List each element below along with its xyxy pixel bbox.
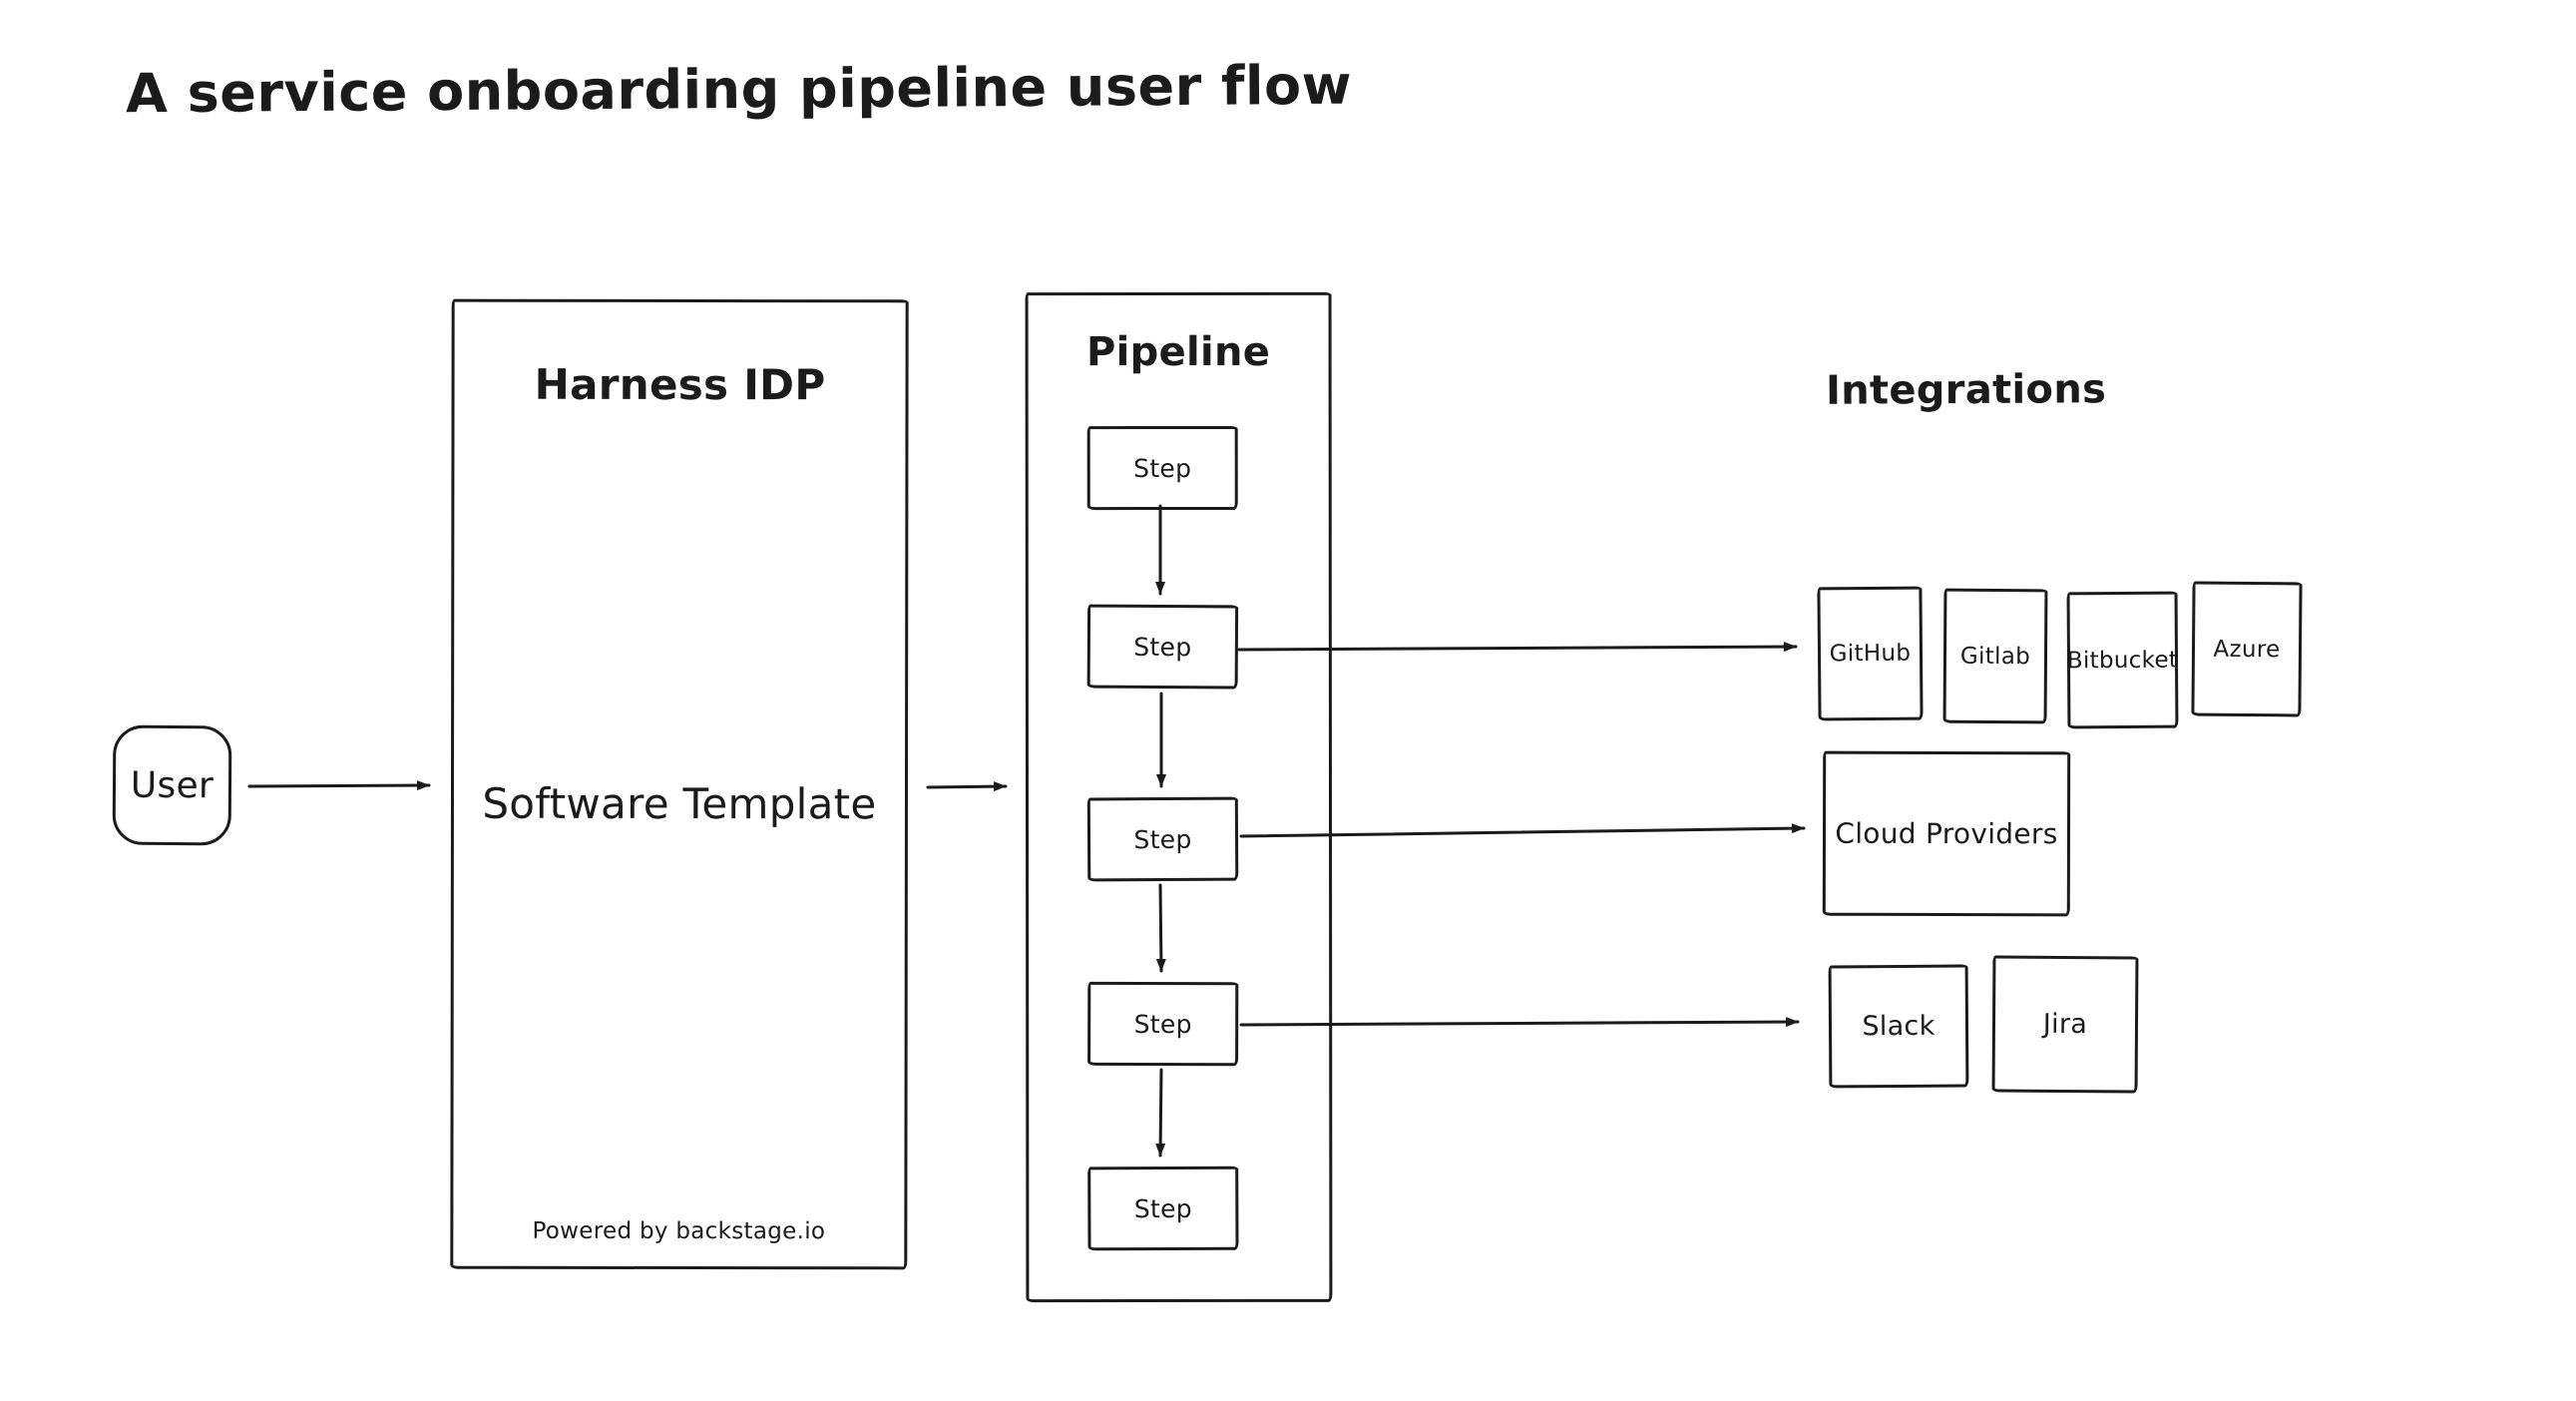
pipeline-step-4-label: Step	[1133, 1009, 1192, 1039]
integration-cloud-providers-label: Cloud Providers	[1835, 816, 2058, 851]
arrow-user-to-harness	[247, 780, 431, 791]
powered-by-backstage-label: Powered by backstage.io	[532, 1217, 826, 1245]
integration-slack: Slack	[1828, 964, 1969, 1089]
pipeline-step-3: Step	[1086, 796, 1239, 882]
pipeline-step-2-label: Step	[1133, 632, 1192, 662]
software-template-label: Software Template	[482, 778, 877, 829]
integration-github-label: GitHub	[1829, 640, 1912, 668]
pipeline-step-5-label: Step	[1133, 1193, 1192, 1223]
harness-idp-title: Harness IDP	[534, 359, 826, 410]
integration-jira: Jira	[1991, 955, 2139, 1094]
integration-bitbucket: Bitbucket	[2066, 591, 2179, 729]
diagram-title: A service onboarding pipeline user flow	[125, 53, 1353, 126]
integration-slack-label: Slack	[1862, 1010, 1935, 1043]
integration-bitbucket-label: Bitbucket	[2066, 647, 2179, 674]
pipeline-step-1: Step	[1086, 425, 1238, 511]
integration-azure: Azure	[2191, 581, 2303, 717]
pipeline-step-4: Step	[1087, 981, 1239, 1067]
integration-cloud-providers: Cloud Providers	[1822, 750, 2071, 917]
harness-idp-container: Harness IDP Software Template Powered by…	[450, 298, 909, 1270]
pipeline-step-1-label: Step	[1133, 453, 1192, 483]
integrations-heading: Integrations	[1825, 366, 2107, 414]
integration-jira-label: Jira	[2042, 1008, 2088, 1041]
pipeline-step-5: Step	[1087, 1166, 1239, 1251]
integration-gitlab-label: Gitlab	[1959, 643, 2031, 670]
integration-gitlab: Gitlab	[1942, 588, 2048, 724]
pipeline-container: Pipeline Step Step Step Step Step	[1025, 291, 1333, 1303]
pipeline-step-3-label: Step	[1133, 824, 1192, 854]
arrow-harness-to-pipeline	[926, 781, 1008, 792]
pipeline-step-2: Step	[1086, 604, 1239, 690]
user-node-label: User	[130, 764, 215, 806]
integration-azure-label: Azure	[2213, 636, 2281, 663]
pipeline-title: Pipeline	[1085, 328, 1271, 376]
integration-github: GitHub	[1817, 586, 1924, 721]
user-node: User	[112, 724, 232, 846]
